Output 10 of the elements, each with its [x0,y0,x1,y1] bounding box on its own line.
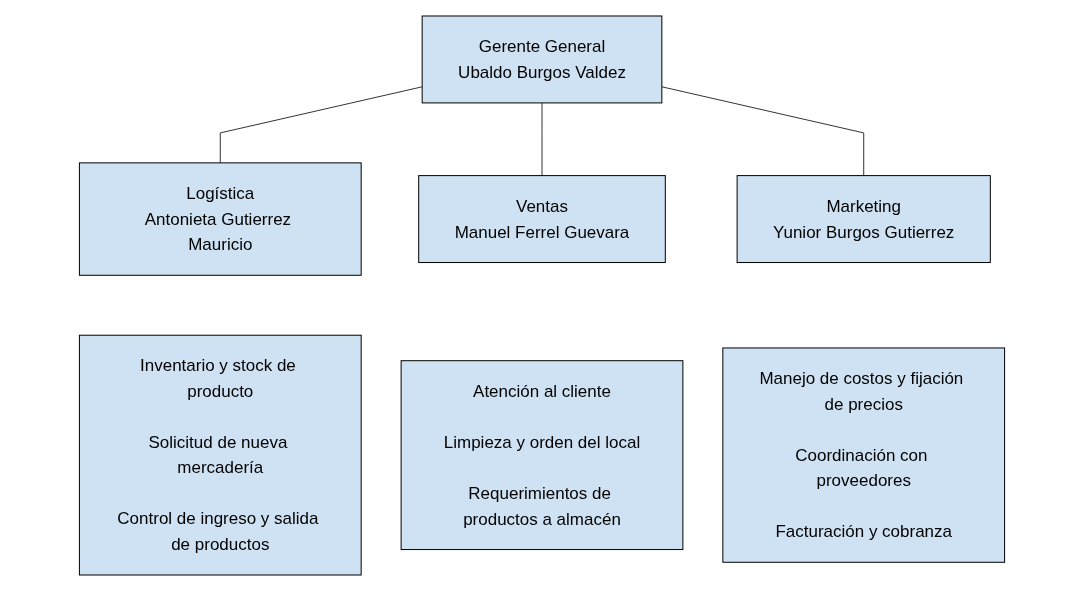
connector [219,86,423,164]
connector [661,86,865,177]
node-box: Gerente General Ubaldo Burgos Valdez [421,15,663,104]
connector [541,102,543,177]
node-box: Manejo de costos y fijación de precios Coordinación con proveedores Facturación y cobranza [722,347,1006,563]
node-box: Inventario y stock de producto Solicitud de nueva mercadería Control de ingreso y salida de productos [78,334,362,576]
node-box: Logística Antonieta Gutierrez Mauricio [78,162,362,276]
node-box: Marketing Yunior Burgos Gutierrez [736,175,991,264]
node-box: Atención al cliente Limpieza y orden del local Requerimientos de productos a almacén [400,360,684,551]
node-box: Ventas Manuel Ferrel Guevara [418,175,666,264]
